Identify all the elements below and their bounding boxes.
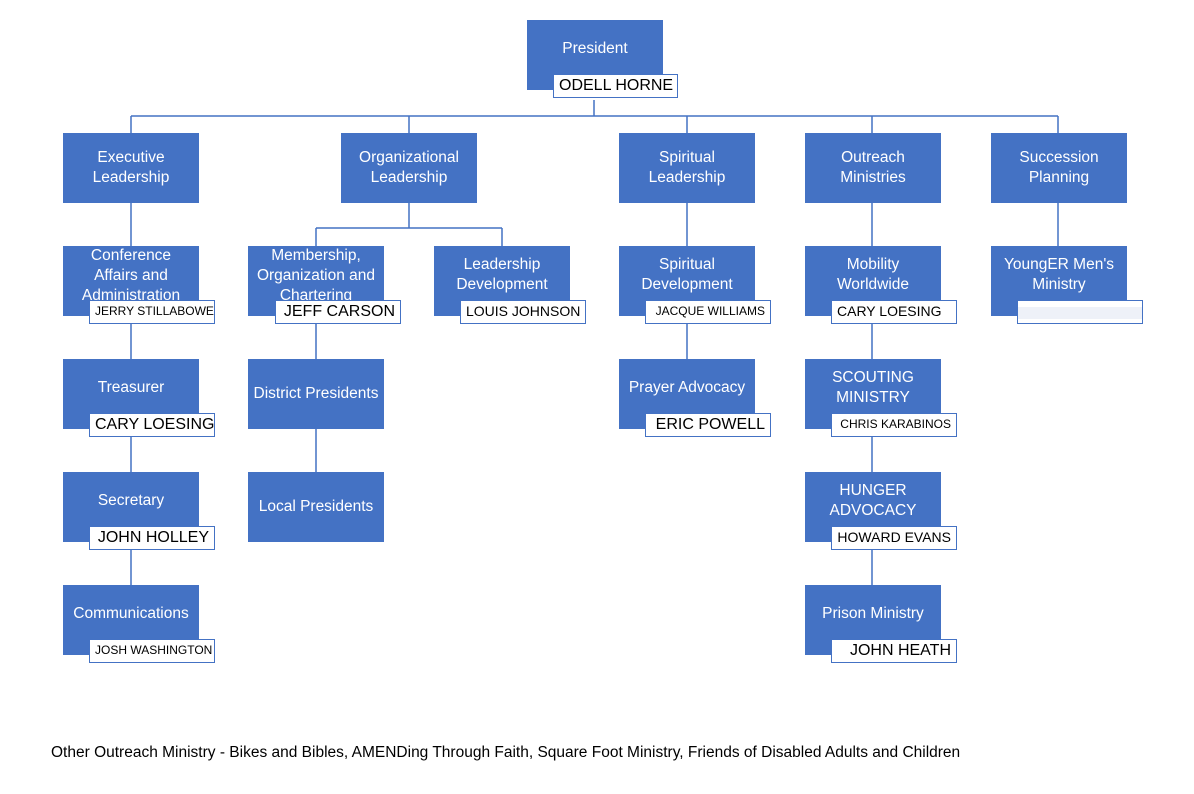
spiritual-leadership-title: Spiritual Leadership: [648, 149, 726, 186]
outreach-ministries-title: Outreach Ministries: [840, 149, 906, 186]
local-presidents-title: Local Presidents: [258, 498, 374, 515]
prison-ministry-title: Prison Ministry: [822, 605, 924, 622]
connector-organizational-chain: [315, 203, 503, 472]
treasurer-title: Treasurer: [97, 379, 165, 396]
mobility-worldwide-title: Mobility Worldwide: [836, 256, 910, 293]
local-presidents-box: Local Presidents: [248, 472, 384, 542]
secretary-title: Secretary: [97, 492, 165, 509]
organizational-leadership-title: Organizational Leadership: [359, 149, 459, 186]
outreach-ministries-box: Outreach Ministries: [805, 133, 941, 203]
president-name-tag: ODELL HORNE: [553, 74, 678, 98]
conference-affairs-name-tag: JERRY STILLABOWER: [89, 300, 215, 324]
spiritual-leadership-box: Spiritual Leadership: [619, 133, 755, 203]
district-presidents-title: District Presidents: [253, 385, 379, 402]
connector-president-divisions: [130, 100, 1059, 133]
communications-name-tag: JOSH WASHINGTON: [89, 639, 215, 663]
executive-leadership-title: Executive Leadership: [92, 149, 170, 186]
membership-title: Membership, Organization and Chartering: [256, 247, 376, 304]
treasurer-name-tag: CARY LOESING: [89, 413, 215, 437]
president-title: President: [562, 40, 628, 57]
spiritual-development-title: Spiritual Development: [641, 256, 733, 293]
district-presidents-box: District Presidents: [248, 359, 384, 429]
membership-name-tag: JEFF CARSON: [275, 300, 401, 324]
spiritual-development-name-tag: JACQUE WILLIAMS: [645, 300, 771, 324]
conference-affairs-title: Conference Affairs and Administration: [81, 247, 181, 304]
succession-planning-title: Succession Planning: [1019, 149, 1099, 186]
leadership-development-name-tag: LOUIS JOHNSON: [460, 300, 586, 324]
prison-ministry-name-tag: JOHN HEATH: [831, 639, 957, 663]
younger-mens-ministry-name-tag: [1017, 300, 1143, 324]
scouting-ministry-title: SCOUTING MINISTRY: [832, 369, 914, 406]
organizational-leadership-box: Organizational Leadership: [341, 133, 477, 203]
executive-leadership-box: Executive Leadership: [63, 133, 199, 203]
prayer-advocacy-title: Prayer Advocacy: [628, 379, 746, 396]
hunger-advocacy-title: HUNGER ADVOCACY: [829, 482, 917, 519]
succession-planning-box: Succession Planning: [991, 133, 1127, 203]
footnote-other-outreach: Other Outreach Ministry - Bikes and Bibl…: [51, 744, 961, 761]
communications-title: Communications: [73, 605, 189, 622]
secretary-name-tag: JOHN HOLLEY: [89, 526, 215, 550]
younger-mens-ministry-title: YoungER Men's Ministry: [1003, 256, 1115, 293]
hunger-advocacy-name-tag: HOWARD EVANS: [831, 526, 957, 550]
leadership-development-title: Leadership Development: [456, 256, 548, 293]
scouting-ministry-name-tag: CHRIS KARABINOS: [831, 413, 957, 437]
prayer-advocacy-name-tag: ERIC POWELL: [645, 413, 771, 437]
mobility-worldwide-name-tag: CARY LOESING: [831, 300, 957, 324]
